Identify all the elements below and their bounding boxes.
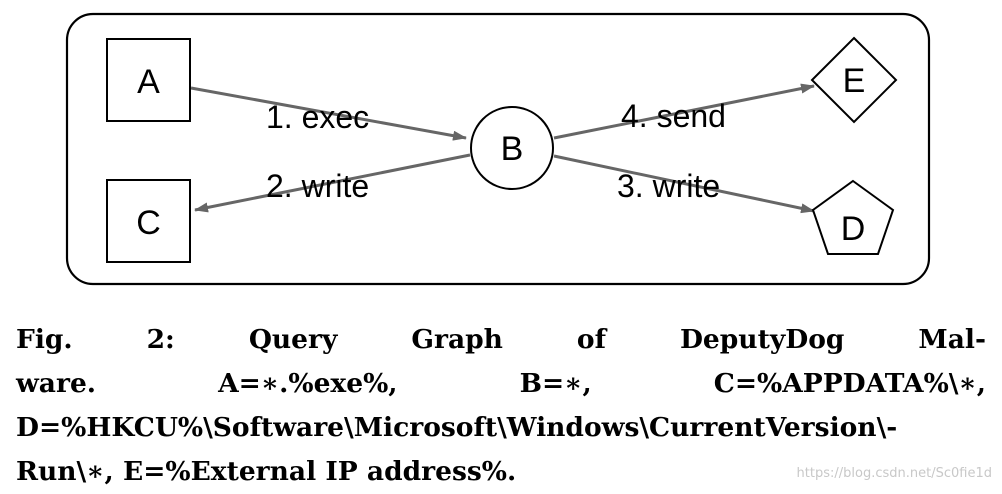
caption-line-2: ware. A=∗.%exe%, B=∗, C=%APPDATA%\∗, xyxy=(16,362,986,406)
node-a: A xyxy=(106,38,191,122)
edge-b-to-e xyxy=(553,83,815,140)
caption-word: A=∗.%exe%, xyxy=(218,368,398,399)
caption-word: Fig. xyxy=(16,324,73,355)
edge-label-exec: 1. exec xyxy=(266,99,369,135)
query-graph: A C B E D 1. exec 2. write 3. write 4. s… xyxy=(65,12,931,286)
node-e-label: E xyxy=(843,62,866,100)
caption-word: Graph xyxy=(411,324,503,355)
graph-frame xyxy=(65,12,931,286)
node-c: C xyxy=(106,179,191,263)
edge-label-write-d: 3. write xyxy=(617,168,720,204)
caption-line-1: Fig. 2: Query Graph of DeputyDog Mal- xyxy=(16,318,986,362)
edge-b-to-c xyxy=(194,153,471,213)
edge-b-to-d xyxy=(553,154,815,214)
edge-label-write-c: 2. write xyxy=(266,168,369,204)
caption-word: ware. xyxy=(16,368,97,399)
caption-word: DeputyDog xyxy=(679,324,845,355)
caption-word: B=∗, xyxy=(519,368,592,399)
node-e: E xyxy=(810,36,898,124)
node-a-label: A xyxy=(137,63,160,101)
caption-word: Query xyxy=(248,324,338,355)
caption-word: D=%HKCU%\Software\Microsoft\Windows\Curr… xyxy=(16,412,898,443)
caption-word: Mal- xyxy=(918,324,986,355)
node-c-label: C xyxy=(136,204,161,242)
edge-a-to-b xyxy=(190,86,467,141)
caption-word: of xyxy=(576,324,606,355)
caption-line-3: D=%HKCU%\Software\Microsoft\Windows\Curr… xyxy=(16,406,986,450)
caption-line-4: Run\∗, E=%External IP address%. xyxy=(16,450,986,494)
node-b: B xyxy=(470,106,554,190)
node-d: D xyxy=(811,179,895,255)
edge-label-send: 4. send xyxy=(621,98,726,134)
figure-caption: Fig. 2: Query Graph of DeputyDog Mal- wa… xyxy=(16,318,986,494)
node-b-label: B xyxy=(501,130,524,168)
caption-word: C=%APPDATA%\∗, xyxy=(713,368,986,399)
caption-word: 2: xyxy=(146,324,175,355)
watermark: https://blog.csdn.net/Sc0fie1d xyxy=(796,466,992,481)
caption-word: Run\∗, E=%External IP address%. xyxy=(16,456,517,487)
node-d-label: D xyxy=(841,210,866,248)
